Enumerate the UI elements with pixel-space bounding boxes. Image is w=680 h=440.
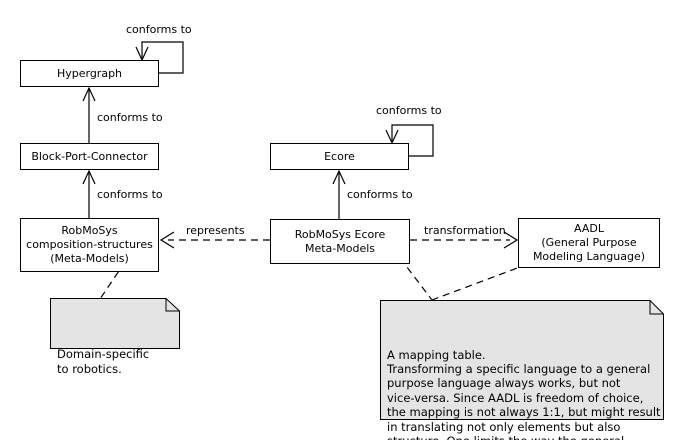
note-domain-specific-shape xyxy=(50,298,180,349)
edge-bpc-to-hypergraph xyxy=(82,86,96,143)
node-aadl-line-2: (General Purpose xyxy=(541,236,637,249)
node-ecore-line-1: Ecore xyxy=(324,149,355,163)
edge-note-mapping-anchor-rmsecore xyxy=(399,257,433,301)
node-robmosys-composition-structures-line-1: RobMoSys xyxy=(61,224,118,237)
node-ecore[interactable]: Ecore xyxy=(270,143,409,170)
node-hypergraph-line-1: Hypergraph xyxy=(56,66,123,80)
note-domain-specific-text: Domain-specific to robotics. xyxy=(57,346,150,376)
note-mapping-table-text: A mapping table. Transforming a specific… xyxy=(387,347,661,440)
node-aadl-line-1: AADL xyxy=(574,222,604,235)
note-domain-specific[interactable]: Domain-specific to robotics. xyxy=(50,298,180,376)
note-mapping-table-shape xyxy=(380,300,664,420)
edge-rmsecore-to-ecore xyxy=(332,169,346,219)
label-represents: represents xyxy=(186,224,245,237)
node-aadl-line-3: Modeling Language) xyxy=(532,250,646,263)
node-robmosys-composition-structures[interactable]: RobMoSys composition-structures (Meta-Mo… xyxy=(20,218,159,272)
label-conforms-to-ecore-self: conforms to xyxy=(376,104,442,117)
node-robmosys-ecore-meta-models-line-1: RobMoSys Ecore xyxy=(294,227,386,241)
node-aadl[interactable]: AADL (General Purpose Modeling Language) xyxy=(518,218,660,268)
edge-rms-to-bpc xyxy=(82,169,96,218)
node-robmosys-ecore-meta-models[interactable]: RobMoSys Ecore Meta-Models xyxy=(270,219,410,264)
label-conforms-to-bpc-hypergraph: conforms to xyxy=(97,111,163,124)
node-block-port-connector[interactable]: Block-Port-Connector xyxy=(20,143,159,170)
label-conforms-to-rms-bpc: conforms to xyxy=(97,188,163,201)
node-robmosys-composition-structures-line-2: composition-structures xyxy=(26,238,153,251)
note-mapping-table[interactable]: A mapping table. Transforming a specific… xyxy=(380,300,664,440)
label-conforms-to-rmsecore-ecore: conforms to xyxy=(347,188,413,201)
node-robmosys-composition-structures-line-3: (Meta-Models) xyxy=(50,252,129,265)
label-transformation: transformation xyxy=(424,224,506,237)
node-block-port-connector-line-1: Block-Port-Connector xyxy=(31,149,148,163)
node-robmosys-ecore-meta-models-line-2: Meta-Models xyxy=(304,241,376,255)
node-hypergraph[interactable]: Hypergraph xyxy=(20,60,159,87)
label-conforms-to-hypergraph-self: conforms to xyxy=(126,23,192,36)
edge-note-mapping-anchor-aadl xyxy=(431,263,529,301)
